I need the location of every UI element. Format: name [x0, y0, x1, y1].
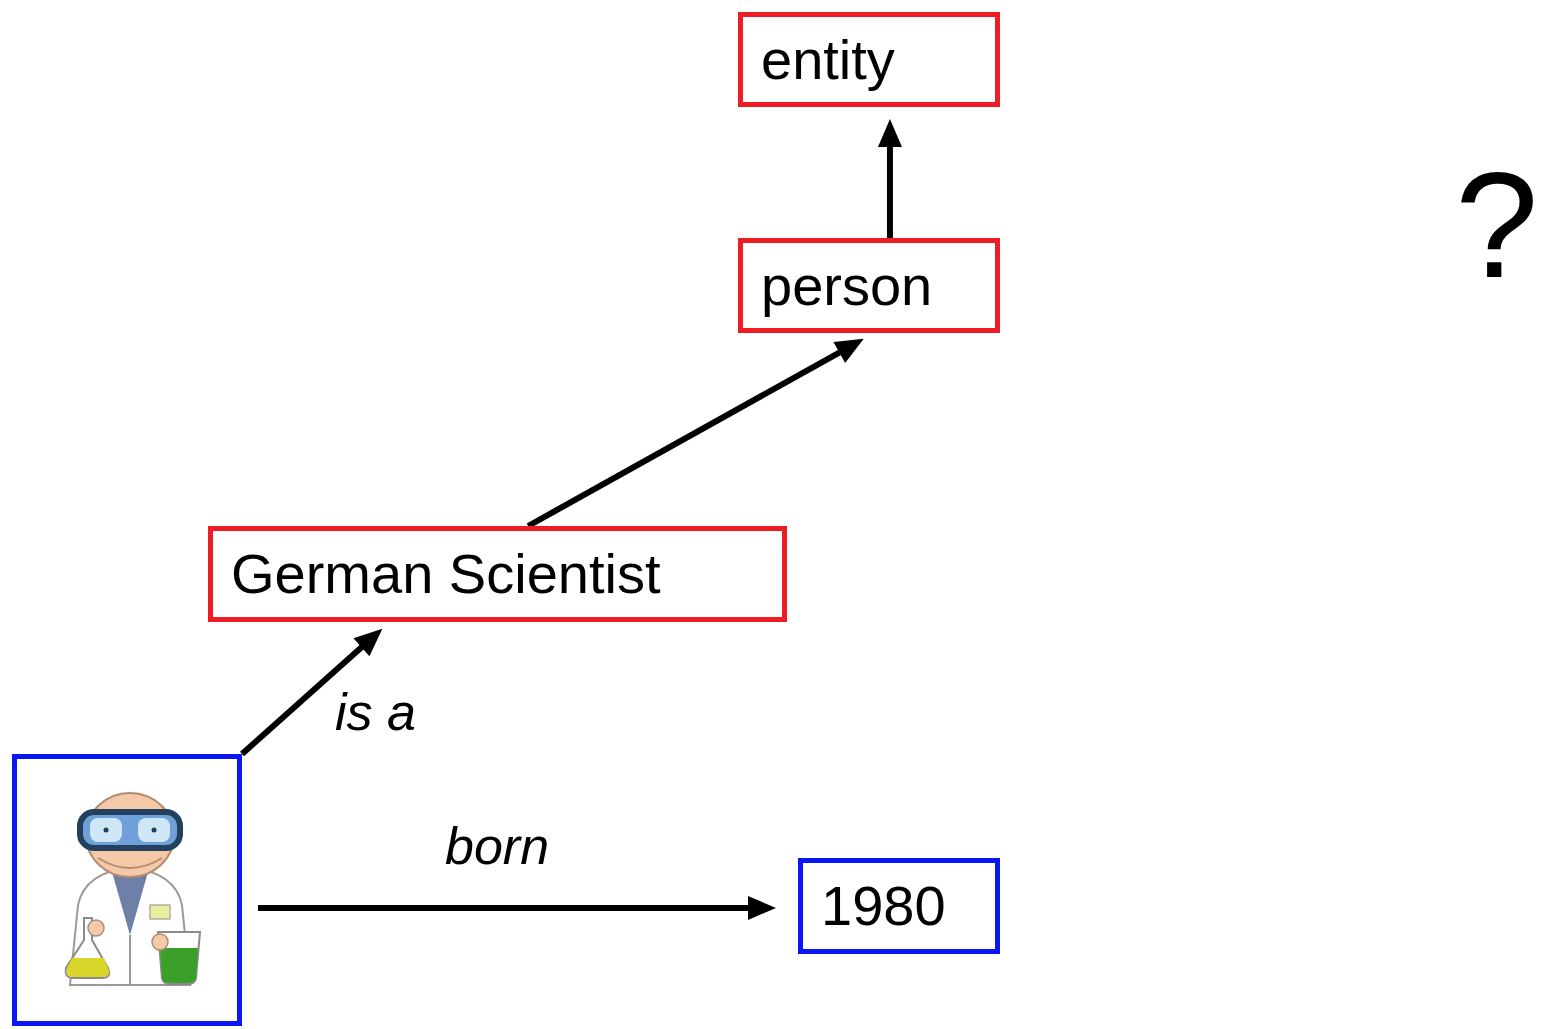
eye [152, 828, 157, 833]
question-mark: ? [1455, 150, 1538, 300]
coat-pocket [150, 905, 170, 919]
hand [88, 920, 104, 936]
hand [152, 934, 168, 950]
node-label: person [743, 255, 950, 317]
yellow-liquid [66, 958, 109, 977]
class-box: person [738, 238, 1000, 333]
goggle-lens [138, 818, 170, 842]
arrow-head [833, 339, 863, 363]
edge-label: born [445, 818, 549, 875]
arrow-connector [528, 352, 841, 526]
flask [66, 918, 109, 978]
arrow-head [878, 119, 902, 147]
node-label: 1980 [803, 875, 964, 937]
shirt [112, 872, 148, 935]
node-label: German Scientist [213, 543, 679, 605]
literal-box: 1980 [798, 858, 1000, 954]
eye [104, 828, 109, 833]
arrow-head [748, 896, 776, 920]
edge-label: is a [335, 684, 416, 741]
arrow-connector [887, 145, 893, 238]
goggle-lens [90, 818, 122, 842]
chin [98, 858, 162, 868]
class-box: German Scientist [208, 526, 787, 622]
arrow-head [353, 629, 382, 657]
green-liquid [160, 948, 198, 983]
coat-seam [129, 935, 131, 985]
arrow-connector [258, 905, 750, 911]
goggles [80, 812, 180, 848]
class-box: entity [738, 12, 1000, 107]
node-label: entity [743, 29, 913, 91]
instance-box [12, 754, 242, 1026]
